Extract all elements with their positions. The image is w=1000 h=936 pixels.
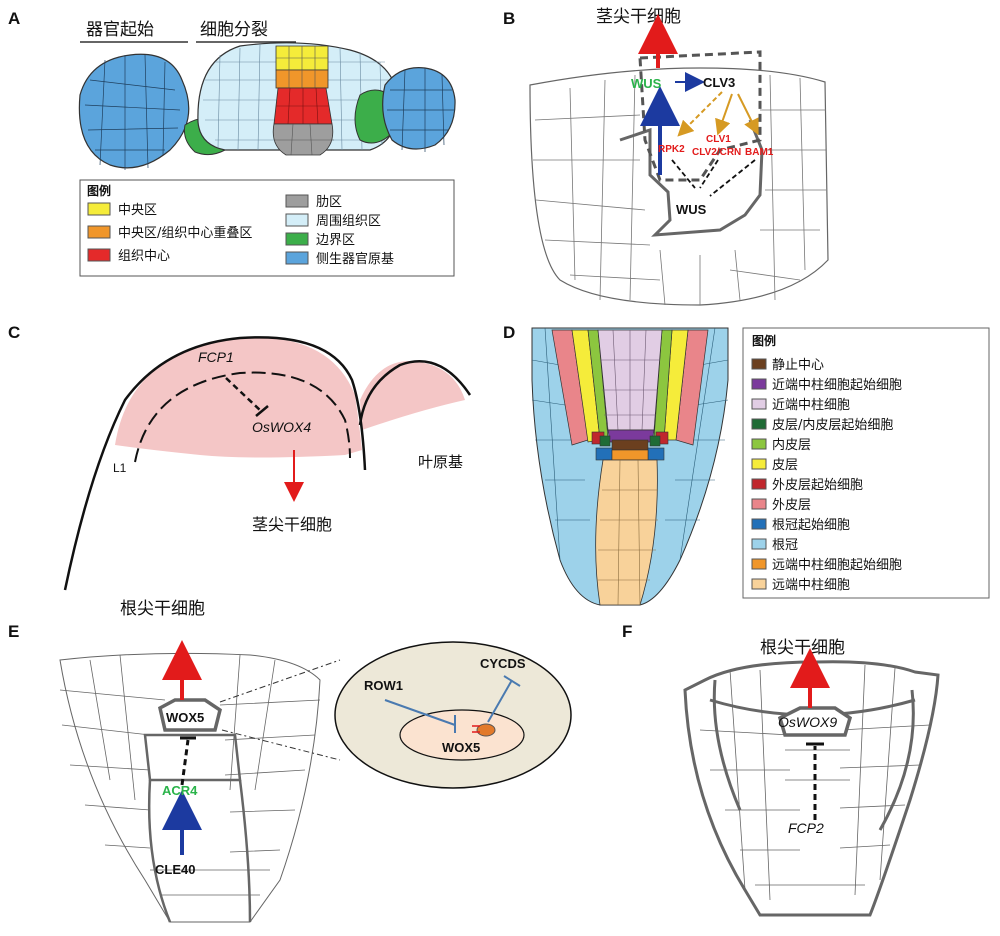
f-qc-cell [777,706,853,737]
svg-text:根冠起始细胞: 根冠起始细胞 [772,518,850,533]
d-legend-item-8: 外皮层 [751,498,811,513]
d-legend-item-2: 近端中柱细胞起始细胞 [751,378,902,393]
a-lateral-organ-right [382,67,456,150]
b-cell-grid [533,74,826,306]
b-wus-bottom: WUS [676,202,707,217]
b-top-label: 茎尖干细胞 [596,7,681,27]
panel-a-header-left: 器官起始 [86,20,154,40]
e-row1: ROW1 [364,678,403,693]
svg-text:近端中柱细胞: 近端中柱细胞 [772,398,850,413]
panel-b: B 茎尖干细胞 WUS CLV3 RPK2 CLV1 CLV2/CRN BA [503,7,829,306]
panel-f: F 根尖干细胞 OsWOX9 FCP2 [622,622,940,917]
a-legend-item-1: 中央区 [87,202,157,218]
e-top-label: 根尖干细胞 [120,599,205,619]
panel-f-letter: F [622,622,632,641]
d-legend-item-6: 皮层 [751,458,798,473]
svg-text:根冠: 根冠 [772,538,798,553]
svg-text:中央区: 中央区 [118,203,157,218]
d-legend-item-5: 内皮层 [751,437,811,453]
d-legend-title: 图例 [752,333,776,348]
panel-a-letter: A [8,9,20,28]
panel-a: A 器官起始 细胞分裂 [8,9,456,277]
svg-text:内皮层: 内皮层 [772,437,811,453]
a-legend-item-2: 中央区/组织中心重叠区 [87,225,252,241]
a-legend-item-4: 肋区 [285,194,342,210]
svg-text:侧生器官原基: 侧生器官原基 [316,251,394,267]
d-legend-box [742,327,990,599]
panel-a-header-right: 细胞分裂 [200,20,268,40]
a-rib-zone [272,123,334,156]
d-legend-item-3: 近端中柱细胞 [751,398,850,413]
svg-text:近端中柱细胞起始细胞: 近端中柱细胞起始细胞 [772,378,902,393]
panel-e: E 根尖干细胞 WOX5 ACR4 CLE40 ROW1 CYCD [8,599,572,923]
e-wox5-inset: WOX5 [442,740,480,755]
panel-b-letter: B [503,9,515,28]
c-sam-fill [115,337,362,458]
c-fcp1: FCP1 [198,349,234,365]
c-bottom-label: 茎尖干细胞 [252,515,332,534]
panel-e-letter: E [8,622,19,641]
d-legend-item-7: 外皮层起始细胞 [751,478,863,493]
svg-text:中央区/组织中心重叠区: 中央区/组织中心重叠区 [118,225,252,241]
svg-text:远端中柱细胞: 远端中柱细胞 [772,578,850,593]
svg-text:外皮层起始细胞: 外皮层起始细胞 [772,478,863,493]
b-rpk2: RPK2 [658,144,685,155]
f-oswox9: OsWOX9 [778,714,837,730]
e-cle40: CLE40 [155,862,195,877]
c-oswox4: OsWOX4 [252,419,311,435]
panel-d-letter: D [503,323,515,342]
f-fcp2: FCP2 [788,820,824,836]
a-legend-item-5: 周围组织区 [285,213,381,229]
b-clv3: CLV3 [703,75,735,90]
panel-c-letter: C [8,323,20,342]
c-leaf-fill [360,361,465,430]
svg-text:皮层: 皮层 [772,458,798,473]
e-qc-cell [157,698,222,732]
e-acr4: ACR4 [162,783,198,798]
d-quiescent-center [611,439,649,451]
d-legend-item-12: 远端中柱细胞 [751,578,850,593]
d-legend-item-9: 根冠起始细胞 [751,518,850,533]
a-legend-box [79,179,455,277]
svg-text:组织中心: 组织中心 [118,249,170,264]
svg-text:肋区: 肋区 [316,195,342,210]
svg-text:皮层/内皮层起始细胞: 皮层/内皮层起始细胞 [772,417,893,433]
b-clv1: CLV1 [706,134,731,145]
b-wus-top: WUS [631,76,662,91]
c-l1: L1 [113,461,127,475]
svg-text:静止中心: 静止中心 [772,358,824,373]
a-legend-item-6: 边界区 [285,232,355,248]
panel-d: D 图例 [503,323,990,606]
e-cycds: CYCDS [480,656,526,671]
d-legend-item-11: 远端中柱细胞起始细胞 [751,558,902,573]
d-legend-item-10: 根冠 [751,538,798,553]
svg-text:边界区: 边界区 [316,233,355,248]
d-legend-item-1: 静止中心 [751,358,824,373]
a-lateral-organ-left [78,53,190,169]
d-legend-item-4: 皮层/内皮层起始细胞 [751,417,893,433]
svg-text:远端中柱细胞起始细胞: 远端中柱细胞起始细胞 [772,558,902,573]
a-legend-item-7: 侧生器官原基 [285,251,394,267]
b-bam1: BAM1 [745,147,774,158]
c-leaf-label: 叶原基 [418,453,463,471]
a-legend-item-3: 组织中心 [87,248,170,264]
f-top-label: 根尖干细胞 [760,638,845,658]
svg-text:外皮层: 外皮层 [772,498,811,513]
e-inset-nucleus [399,709,525,761]
a-legend-title: 图例 [87,183,111,198]
b-central-zone-outline [638,50,762,182]
e-wox5: WOX5 [166,710,204,725]
b-clv2crn: CLV2/CRN [692,147,741,158]
svg-text:周围组织区: 周围组织区 [316,214,381,229]
panel-c: C FCP1 OsWOX4 L1 叶原基 茎尖干细胞 [8,323,472,591]
